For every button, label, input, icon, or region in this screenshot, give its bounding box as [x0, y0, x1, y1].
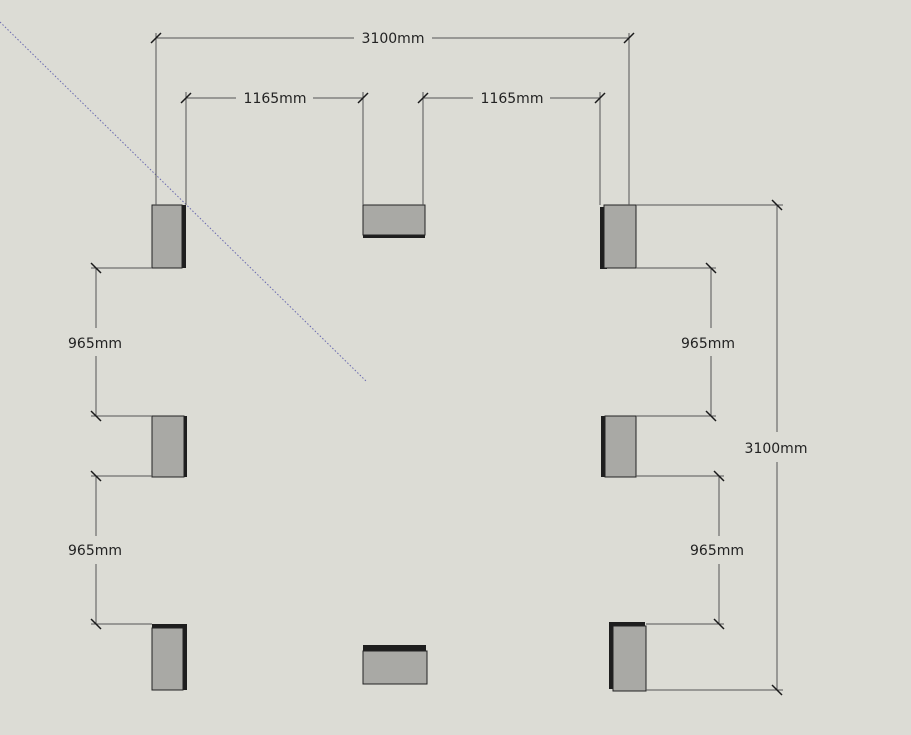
dimension-label: 1165mm — [481, 91, 544, 107]
dimension-top-left-gap[interactable]: 1165mm — [180, 91, 369, 205]
dimension-label: 965mm — [690, 543, 744, 559]
dimension-right-overall[interactable]: 3100mm — [636, 199, 808, 696]
block-bottom-right[interactable] — [609, 622, 647, 692]
dimension-label: 3100mm — [745, 441, 808, 457]
block-top-left[interactable] — [151, 204, 186, 269]
dimension-label: 1165mm — [244, 91, 307, 107]
block-bottom-center[interactable] — [362, 645, 428, 685]
dimension-label: 965mm — [68, 336, 122, 352]
dimension-top-overall[interactable]: 3100mm — [150, 31, 635, 205]
dimension-right-upper-gap[interactable]: 965mm — [636, 262, 735, 422]
dimension-label: 3100mm — [362, 31, 425, 47]
block-middle-left[interactable] — [151, 415, 187, 478]
dimension-right-lower-gap[interactable]: 965mm — [636, 470, 744, 630]
dimension-left-upper-gap[interactable]: 965mm — [68, 262, 152, 422]
drawing-axis-line — [0, 21, 367, 382]
block-middle-right[interactable] — [601, 415, 637, 478]
block-top-right[interactable] — [600, 204, 637, 269]
dimension-label: 965mm — [681, 336, 735, 352]
block-bottom-left[interactable] — [151, 624, 187, 691]
dimension-left-lower-gap[interactable]: 965mm — [68, 470, 152, 630]
dimension-top-right-gap[interactable]: 1165mm — [417, 91, 606, 205]
block-top-center[interactable] — [362, 204, 426, 238]
dimension-label: 965mm — [68, 543, 122, 559]
